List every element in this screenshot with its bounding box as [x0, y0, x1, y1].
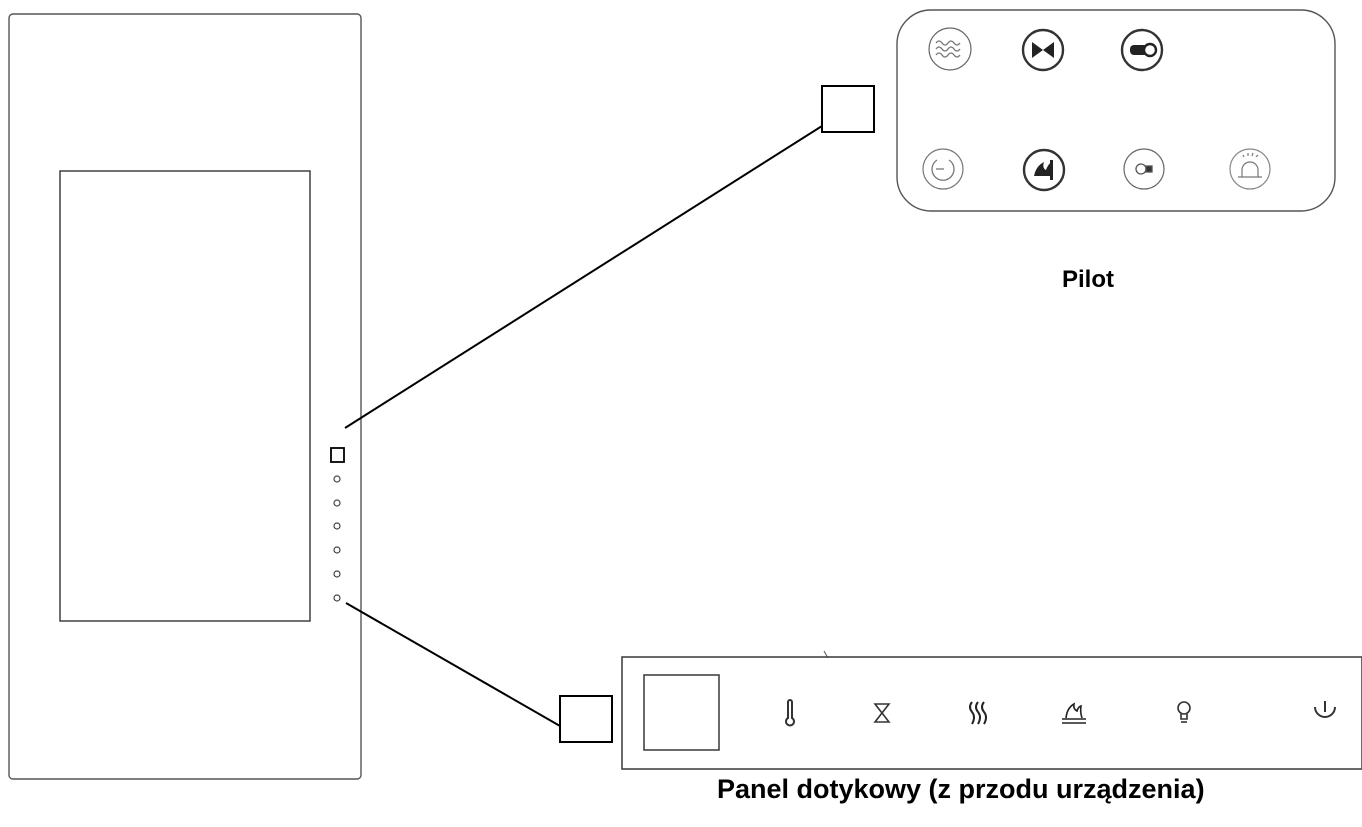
remote-label: Pilot: [1062, 266, 1114, 293]
alarm-light-icon: [1238, 152, 1262, 178]
touch-panel-strip: [621, 656, 1362, 770]
flame-effect-icon: [935, 40, 961, 58]
fireplace-flame-icon: [1062, 702, 1086, 724]
control-dot: [333, 570, 341, 578]
hourglass-icon: [873, 703, 891, 723]
touch-panel-display: [643, 674, 720, 751]
remote-button-flame-speed[interactable]: [1022, 148, 1066, 192]
flame-speed-icon: [1034, 160, 1053, 180]
remote-body: [896, 9, 1336, 212]
control-dot: [333, 499, 341, 507]
panel-leader-line: [345, 602, 561, 727]
touch-button-light[interactable]: [1177, 701, 1191, 723]
panel-callout-box: [559, 695, 613, 743]
control-dot: [333, 475, 341, 483]
remote-button-light[interactable]: [1123, 148, 1165, 190]
bowtie-icon: [1032, 42, 1054, 58]
thermometer-icon: [785, 699, 795, 727]
heat-waves-icon: [969, 701, 987, 725]
touch-panel-label: Panel dotykowy (z przodu urządzenia): [717, 774, 1205, 804]
power-icon: [931, 159, 955, 181]
control-dot: [333, 522, 341, 530]
control-dot: [333, 546, 341, 554]
touch-button-temperature[interactable]: [785, 699, 795, 727]
key-icon: [1130, 42, 1158, 58]
bulb-icon: [1177, 701, 1191, 723]
remote-callout-box: [821, 85, 875, 133]
remote-button-alarm[interactable]: [1229, 148, 1271, 190]
fireplace-screen: [59, 170, 311, 622]
bulb-icon: [1135, 163, 1153, 175]
touch-button-flame[interactable]: [1062, 702, 1086, 724]
touch-button-power[interactable]: [1314, 701, 1336, 718]
remote-leader-line: [344, 125, 823, 429]
remote-button-flame-effect[interactable]: [928, 27, 972, 71]
control-dot: [333, 594, 341, 602]
touch-button-timer[interactable]: [873, 703, 891, 723]
remote-button-temperature[interactable]: [1120, 28, 1164, 72]
touch-button-heat[interactable]: [969, 701, 987, 725]
remote-button-mode[interactable]: [1021, 28, 1065, 72]
fireplace-control-strip: [330, 447, 345, 602]
fireplace-body: [8, 13, 362, 780]
receiver-window: [330, 447, 345, 463]
remote-button-power[interactable]: [922, 148, 964, 190]
power-icon: [1314, 701, 1336, 718]
